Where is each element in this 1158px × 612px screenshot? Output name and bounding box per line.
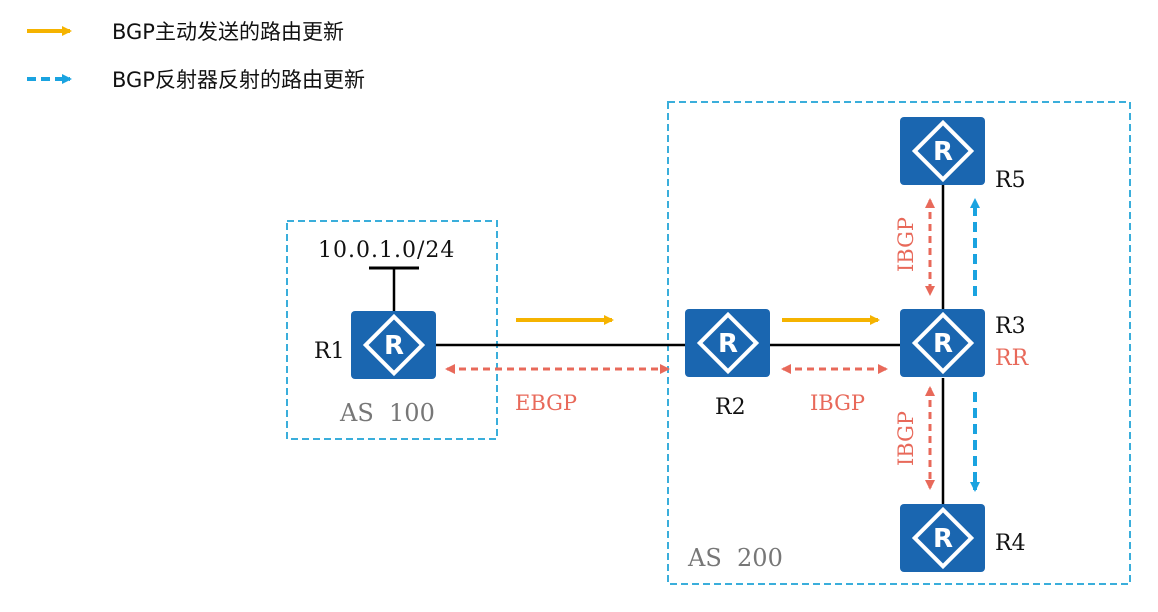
legend-label: BGP主动发送的路由更新 bbox=[112, 20, 344, 44]
router-r3-icon[interactable] bbox=[898, 307, 987, 379]
as-200-boundary bbox=[667, 101, 1131, 585]
router-r4-label: R4 bbox=[995, 531, 1026, 556]
legend-item-bgp-update: BGP主动发送的路由更新 bbox=[27, 20, 344, 44]
session-label-r3-r5: IBGP bbox=[894, 217, 918, 272]
prefix-label: 10.0.1.0/24 bbox=[318, 238, 455, 263]
session-label-ebgp: EBGP bbox=[515, 391, 577, 415]
router-r2-icon[interactable] bbox=[683, 307, 772, 379]
as-100-boundary bbox=[286, 220, 498, 440]
router-r1-label: R1 bbox=[314, 339, 345, 364]
as-100-label: AS 100 bbox=[339, 399, 435, 427]
router-r5-label: R5 bbox=[995, 168, 1026, 193]
links bbox=[369, 185, 945, 504]
rr-role-label: RR bbox=[995, 346, 1030, 371]
router-r2-label: R2 bbox=[715, 395, 746, 420]
session-label-r3-r4: IBGP bbox=[894, 411, 918, 466]
router-r5-icon[interactable] bbox=[898, 115, 987, 187]
router-r4-icon[interactable] bbox=[898, 502, 987, 574]
legend-item-reflected-update: BGP反射器反射的路由更新 bbox=[27, 68, 365, 92]
session-label-r2-r3: IBGP bbox=[810, 391, 865, 415]
as-200-label: AS 200 bbox=[687, 544, 783, 572]
router-r1-icon[interactable] bbox=[349, 309, 438, 381]
legend: BGP主动发送的路由更新 BGP反射器反射的路由更新 bbox=[27, 20, 365, 92]
legend-label: BGP反射器反射的路由更新 bbox=[112, 68, 365, 92]
router-r3-label: R3 bbox=[995, 314, 1026, 339]
